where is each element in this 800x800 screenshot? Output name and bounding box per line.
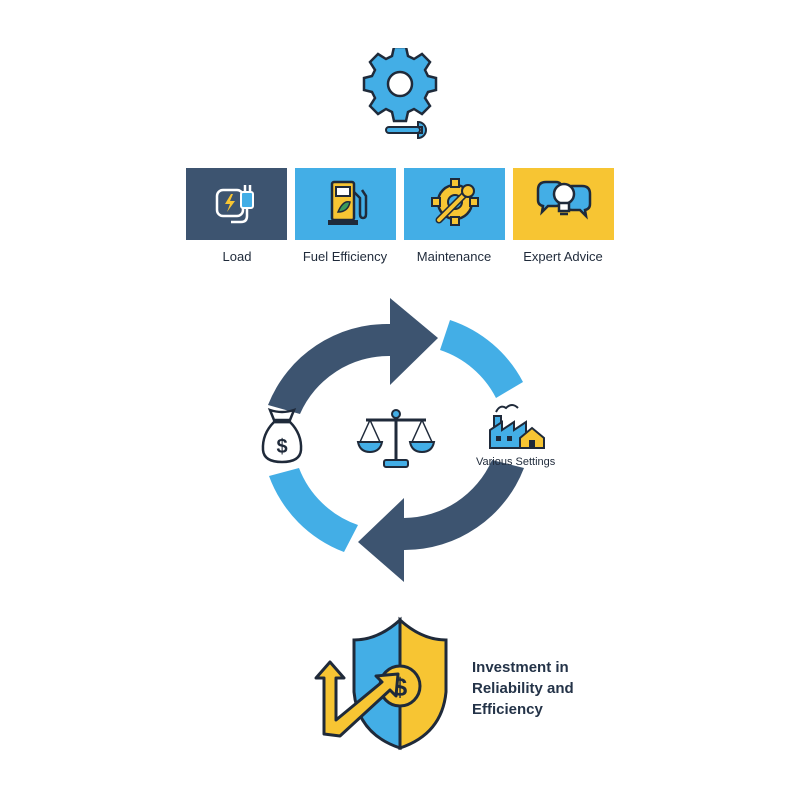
tile-label-load: Load (222, 249, 252, 264)
various-settings-label: Various Settings (476, 456, 556, 468)
tile-label-expert-advice: Expert Advice (523, 249, 603, 264)
tile-label-maintenance: Maintenance (416, 249, 492, 264)
investment-line-1: Investment in (472, 659, 569, 676)
svg-text:$: $ (276, 436, 287, 458)
cycle-arrow-segment (269, 468, 358, 552)
investment-line-2: Reliability and (472, 680, 574, 697)
investment-line-3: Efficiency (472, 701, 543, 718)
cycle-arrow-segment (440, 320, 523, 398)
shield-dollar-icon: $ (310, 616, 460, 752)
cycle-diagram (240, 280, 550, 600)
fuel-pump-icon (316, 172, 376, 237)
scale-icon (354, 406, 438, 470)
cycle-arrow-bottom (358, 460, 524, 582)
tile-load (186, 168, 287, 240)
lightbulb-chat-icon (534, 172, 594, 237)
tile-fuel-efficiency (295, 168, 396, 240)
tile-maintenance (404, 168, 505, 240)
plug-icon (207, 172, 267, 237)
money-bag-icon: $ (258, 406, 306, 466)
cycle-arrow-top (268, 298, 438, 414)
factory-house-icon (486, 402, 546, 452)
tile-label-fuel-efficiency: Fuel Efficiency (302, 249, 388, 264)
gear-wrench-icon (360, 45, 440, 140)
tile-expert-advice (513, 168, 614, 240)
gear-wrench-icon (425, 172, 485, 237)
investment-label: Investment in Reliability and Efficiency (472, 657, 622, 720)
